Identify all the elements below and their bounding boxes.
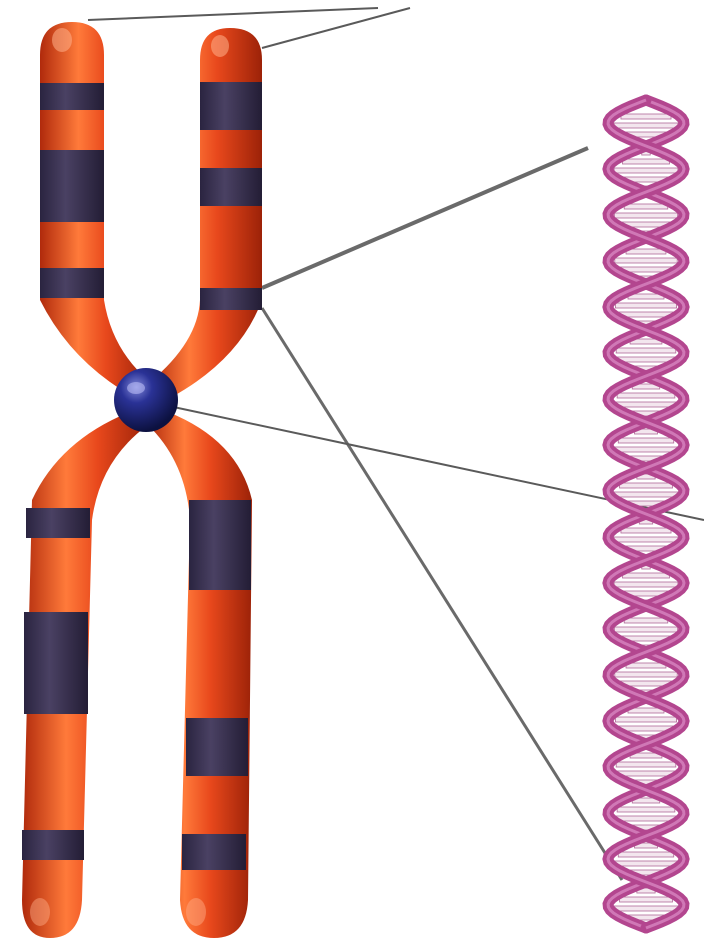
dna-base-pair (615, 717, 676, 722)
dna-base-pair (617, 807, 675, 812)
dna-base-pair (615, 672, 677, 677)
dna-base-pair (614, 168, 678, 173)
leader-line-to-dna-top (262, 148, 588, 288)
leader-line-top-right (262, 8, 410, 48)
dna-base-pair (620, 897, 673, 902)
dna-base-pair (621, 528, 671, 533)
dna-base-pair (616, 348, 676, 353)
dna-base-pair (615, 402, 677, 407)
dna-base-pair (626, 249, 666, 254)
dna-base-pair (614, 627, 677, 632)
dna-base-pair (614, 213, 677, 218)
chromatid-right-lower (148, 412, 252, 938)
dna-base-pair (614, 492, 678, 497)
dna-base-pair (617, 393, 675, 398)
dna-base-pair (621, 114, 671, 119)
dna-base-pair (623, 159, 670, 164)
chromatid-left-lower (22, 412, 148, 938)
dna-base-pair (614, 123, 678, 128)
dna-base-pair (624, 618, 668, 623)
dna-base-pair (614, 537, 678, 542)
dna-base-pair (615, 816, 677, 821)
centromere (114, 368, 178, 432)
dna-base-pair (615, 303, 676, 308)
dna-base-pair (615, 258, 677, 263)
dna-base-pair (616, 762, 676, 767)
leader-line-top-left (88, 8, 378, 20)
dna-base-pair (614, 906, 678, 911)
dna-base-pair (626, 663, 666, 668)
dna-base-pair (614, 447, 677, 452)
chromatid-left-upper (40, 22, 150, 395)
dna-base-pair (618, 438, 673, 443)
dna-base-pair (618, 852, 673, 857)
dna-base-pair (620, 483, 673, 488)
dna-base-pair (614, 861, 677, 866)
dna-base-pair (623, 573, 670, 578)
dna-base-pair (614, 582, 678, 587)
leader-line-to-dna-bottom (262, 308, 622, 880)
dna-base-pair (624, 204, 668, 209)
chromatid-right-upper (150, 28, 262, 398)
